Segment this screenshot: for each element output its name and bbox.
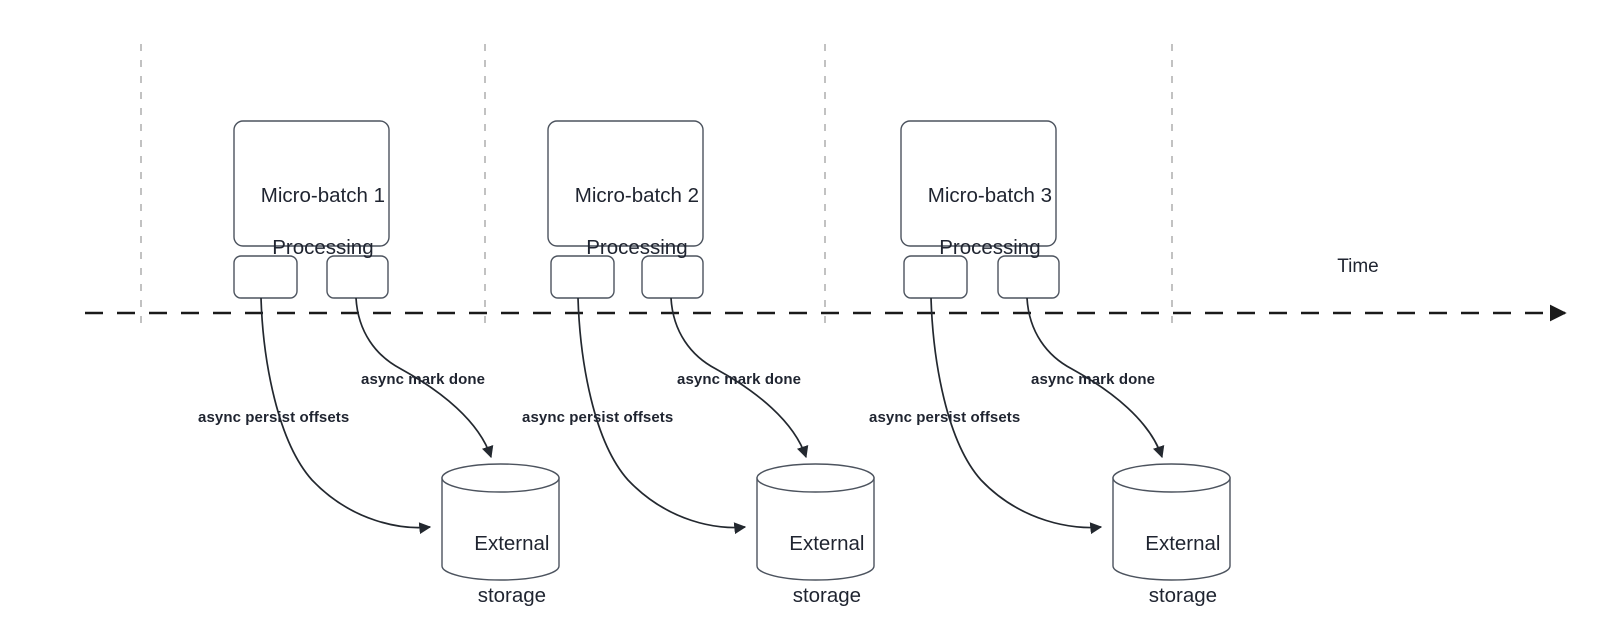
micro-batch-group-3: [900, 120, 1231, 581]
external-storage-3-label: External storage: [1113, 505, 1230, 635]
edge-async-mark-done-3: [1026, 297, 1165, 459]
edge-async-persist-offsets-2: [577, 297, 747, 535]
external-storage-1-label-line1: External: [474, 532, 550, 555]
micro-batch-1-label-line2: Processing: [272, 236, 374, 259]
external-storage-1-label: External storage: [442, 505, 559, 635]
micro-batch-3-label-line2: Processing: [939, 236, 1041, 259]
micro-batch-3-processing-label: Micro-batch 3 Processing: [901, 157, 1056, 287]
external-storage-2-label: External storage: [757, 505, 874, 635]
micro-batch-group-1: [233, 120, 560, 581]
micro-batch-2-processing-label: Micro-batch 2 Processing: [548, 157, 703, 287]
external-storage-cylinder-2[interactable]: [756, 463, 875, 581]
micro-batch-2-label-line2: Processing: [586, 236, 688, 259]
micro-batch-1-task-box-persist[interactable]: [233, 255, 298, 299]
edge-label-async-persist-offsets-1: async persist offsets: [198, 409, 350, 426]
micro-batch-2-label-line1: Micro-batch 2: [574, 184, 699, 207]
edge-label-async-mark-done-3: async mark done: [1031, 371, 1156, 388]
micro-batch-3-processing-box[interactable]: [900, 120, 1057, 247]
micro-batch-3-task-box-persist[interactable]: [903, 255, 968, 299]
edge-async-mark-done-2: [670, 297, 809, 459]
external-storage-3-label-line1: External: [1145, 532, 1221, 555]
edge-async-mark-done-1: [355, 297, 494, 459]
micro-batch-3-label-line1: Micro-batch 3: [927, 184, 1052, 207]
micro-batch-3-task-box-mark[interactable]: [997, 255, 1060, 299]
micro-batch-1-processing-label: Micro-batch 1 Processing: [234, 157, 389, 287]
micro-batch-2-task-box-persist[interactable]: [550, 255, 615, 299]
edge-async-persist-offsets-1: [260, 297, 432, 535]
edge-async-persist-offsets-3: [930, 297, 1103, 535]
edge-label-async-persist-offsets-3: async persist offsets: [869, 409, 1021, 426]
time-axis-label: Time: [1337, 256, 1379, 277]
external-storage-1-label-line2: storage: [477, 584, 547, 607]
external-storage-cylinder-3[interactable]: [1112, 463, 1231, 581]
edge-label-async-mark-done-2: async mark done: [677, 371, 802, 388]
external-storage-3-label-line2: storage: [1148, 584, 1218, 607]
edge-label-async-mark-done-1: async mark done: [361, 371, 486, 388]
micro-batch-2-task-box-mark[interactable]: [641, 255, 704, 299]
external-storage-2-label-line2: storage: [792, 584, 862, 607]
micro-batch-2-processing-box[interactable]: [547, 120, 704, 247]
external-storage-cylinder-1[interactable]: [441, 463, 560, 581]
micro-batch-1-label-line1: Micro-batch 1: [260, 184, 385, 207]
micro-batch-1-task-box-mark[interactable]: [326, 255, 389, 299]
edge-label-async-persist-offsets-2: async persist offsets: [522, 409, 674, 426]
micro-batch-1-processing-box[interactable]: [233, 120, 390, 247]
micro-batch-group-2: [547, 120, 875, 581]
external-storage-2-label-line1: External: [789, 532, 865, 555]
